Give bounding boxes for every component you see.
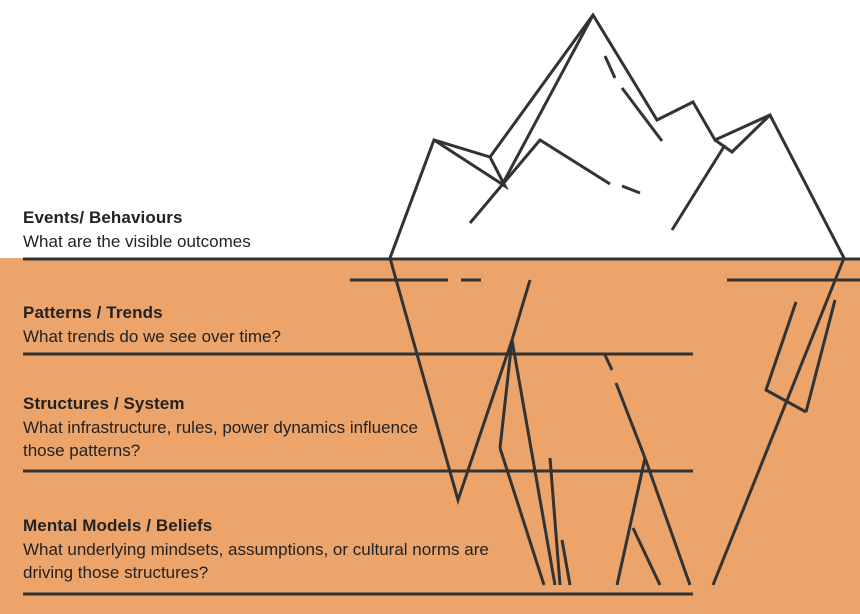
body-mid-right: [643, 457, 692, 586]
body-inner-line-a: [498, 339, 514, 449]
level-title: Patterns / Trends: [23, 303, 163, 322]
level-structures: Structures / System What infrastructure,…: [23, 393, 423, 462]
body-dash-upper: [603, 354, 614, 371]
body-right-fold: [764, 301, 807, 414]
tip-dash-upper: [603, 55, 617, 79]
tip-right-ridge: [670, 144, 727, 231]
level-question: What infrastructure, rules, power dynami…: [23, 418, 418, 460]
water-background: [0, 258, 860, 614]
body-crack-a: [548, 457, 562, 586]
level-events: Events/ Behaviours What are the visible …: [23, 207, 543, 253]
level-patterns: Patterns / Trends What trends do we see …: [23, 302, 543, 348]
level-title: Events/ Behaviours: [23, 208, 183, 227]
tip-dash-lower: [620, 87, 664, 142]
level-question: What underlying mindsets, assumptions, o…: [23, 540, 489, 582]
body-crack-b: [560, 539, 572, 586]
body-mid-fold: [631, 527, 662, 586]
body-inner-line-c: [510, 339, 557, 586]
body-inner-line-b: [498, 447, 546, 586]
tip-peak-ridge: [500, 14, 595, 186]
body-mid-left: [615, 457, 647, 586]
level-mental-models: Mental Models / Beliefs What underlying …: [23, 515, 503, 584]
body-right-outline: [711, 257, 846, 586]
level-question: What trends do we see over time?: [23, 327, 281, 346]
level-title: Mental Models / Beliefs: [23, 516, 213, 535]
level-question: What are the visible outcomes: [23, 232, 251, 251]
body-left-ridge: [510, 279, 532, 341]
tip-outline: [388, 12, 846, 259]
body-mid-ridge: [614, 382, 647, 459]
tip-mid-ridge: [468, 138, 611, 224]
body-left-outline: [388, 257, 514, 506]
tip-left-fold: [433, 138, 509, 191]
tip-dash-low: [621, 184, 641, 195]
level-title: Structures / System: [23, 394, 185, 413]
body-right-edge: [804, 299, 837, 413]
tip-right-fold: [714, 113, 772, 154]
